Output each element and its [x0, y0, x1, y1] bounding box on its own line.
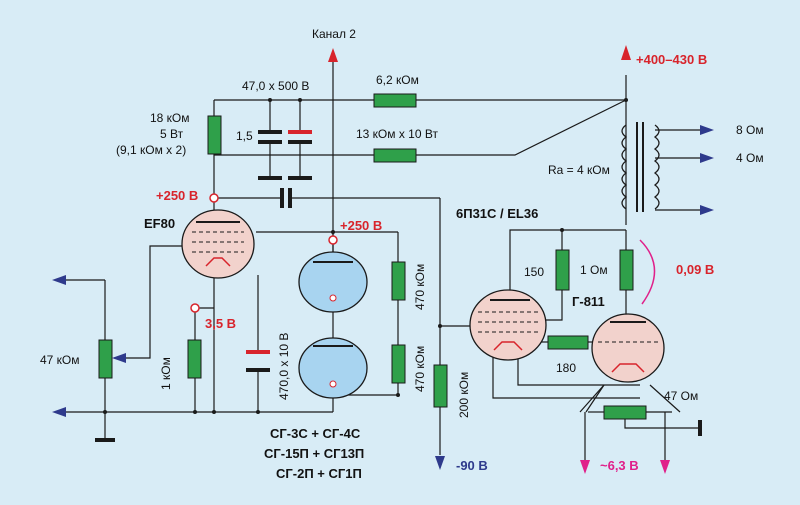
labels: Канал 2 +400–430 В 47,0 х 500 В 6,2 кОм … — [40, 27, 764, 481]
label-sg-line3: СГ-2П + СГ1П — [276, 466, 362, 481]
label-r-470k-a: 470 кОм — [413, 264, 427, 310]
label-supply: +400–430 В — [636, 52, 707, 67]
ground-arrow — [52, 407, 66, 417]
resistor-62k — [373, 93, 417, 108]
neg90-arrow — [435, 456, 445, 470]
pot-top-arrow — [52, 275, 66, 285]
label-r-18k-1: 18 кОм — [150, 111, 190, 125]
resistor-1ohm — [619, 249, 634, 291]
tube-g811 — [591, 313, 665, 383]
tube-el36 — [469, 289, 547, 361]
label-heater: ~6,3 В — [600, 458, 639, 473]
tube-ef80 — [181, 209, 255, 279]
tube-stabilizer-bottom — [298, 337, 368, 399]
resistor-200k — [433, 364, 448, 408]
label-r-150: 150 — [524, 265, 544, 279]
tube-stabilizer-top — [298, 251, 368, 313]
label-v-35: 3,5 В — [205, 316, 236, 331]
label-tube-ef80: EF80 — [144, 216, 175, 231]
resistor-18k — [207, 115, 222, 155]
channel2-arrow — [328, 48, 338, 62]
label-sg-line2: СГ-15П + СГ13П — [264, 446, 364, 461]
ground-symbols — [95, 176, 702, 442]
label-out-8: 8 Ом — [736, 123, 764, 137]
label-r-13k: 13 кОм х 10 Вт — [356, 127, 438, 141]
out-8-arrow — [700, 125, 714, 135]
nodes — [190, 193, 338, 313]
label-neg-90: -90 В — [456, 458, 488, 473]
label-sg-line1: СГ-3С + СГ-4С — [270, 426, 361, 441]
supply-arrow — [621, 45, 631, 60]
label-tube-g811: Г-811 — [572, 294, 605, 309]
label-tube-el36: 6П31С / EL36 — [456, 206, 538, 221]
resistor-1k — [187, 339, 202, 379]
label-r-62k: 6,2 кОм — [376, 73, 419, 87]
label-v-250-a: +250 В — [156, 188, 198, 203]
label-c-15: 1,5 — [236, 129, 253, 143]
label-r-200k: 200 кОм — [457, 372, 471, 418]
resistor-470k-a — [391, 261, 406, 301]
label-r-18k-3: (9,1 кОм х 2) — [116, 143, 186, 157]
label-r-1k: 1 кОм — [159, 357, 173, 390]
pot-wiper-arrow — [112, 353, 126, 363]
potentiometer-47k — [98, 339, 113, 379]
label-ra: Ra = 4 кОм — [548, 163, 610, 177]
resistor-180 — [547, 335, 589, 350]
label-channel2: Канал 2 — [312, 27, 356, 41]
label-c-470: 470,0 х 10 В — [277, 333, 291, 400]
output-transformer — [621, 122, 660, 212]
resistor-150 — [555, 249, 570, 291]
arrows — [52, 45, 714, 474]
label-pot-47k: 47 кОм — [40, 353, 80, 367]
heater-arrow-a — [580, 460, 590, 474]
label-out-4: 4 Ом — [736, 151, 764, 165]
label-r-470k-b: 470 кОм — [413, 346, 427, 392]
label-v-250-b: +250 В — [340, 218, 382, 233]
out-0-arrow — [700, 205, 714, 215]
resistors — [98, 93, 647, 420]
label-r-180: 180 — [556, 361, 576, 375]
resistor-13k — [373, 148, 417, 163]
resistor-47ohm — [603, 405, 647, 420]
label-r-18k-2: 5 Вт — [160, 127, 184, 141]
resistor-470k-b — [391, 344, 406, 384]
label-r-1ohm: 1 Ом — [580, 263, 608, 277]
label-r-47ohm: 47 Ом — [664, 389, 698, 403]
heater-arrow-b — [660, 460, 670, 474]
label-c-main: 47,0 х 500 В — [242, 79, 309, 93]
out-4-arrow — [700, 153, 714, 163]
measurement-arc — [639, 239, 656, 305]
label-v-009: 0,09 В — [676, 262, 714, 277]
capacitors — [246, 130, 312, 372]
